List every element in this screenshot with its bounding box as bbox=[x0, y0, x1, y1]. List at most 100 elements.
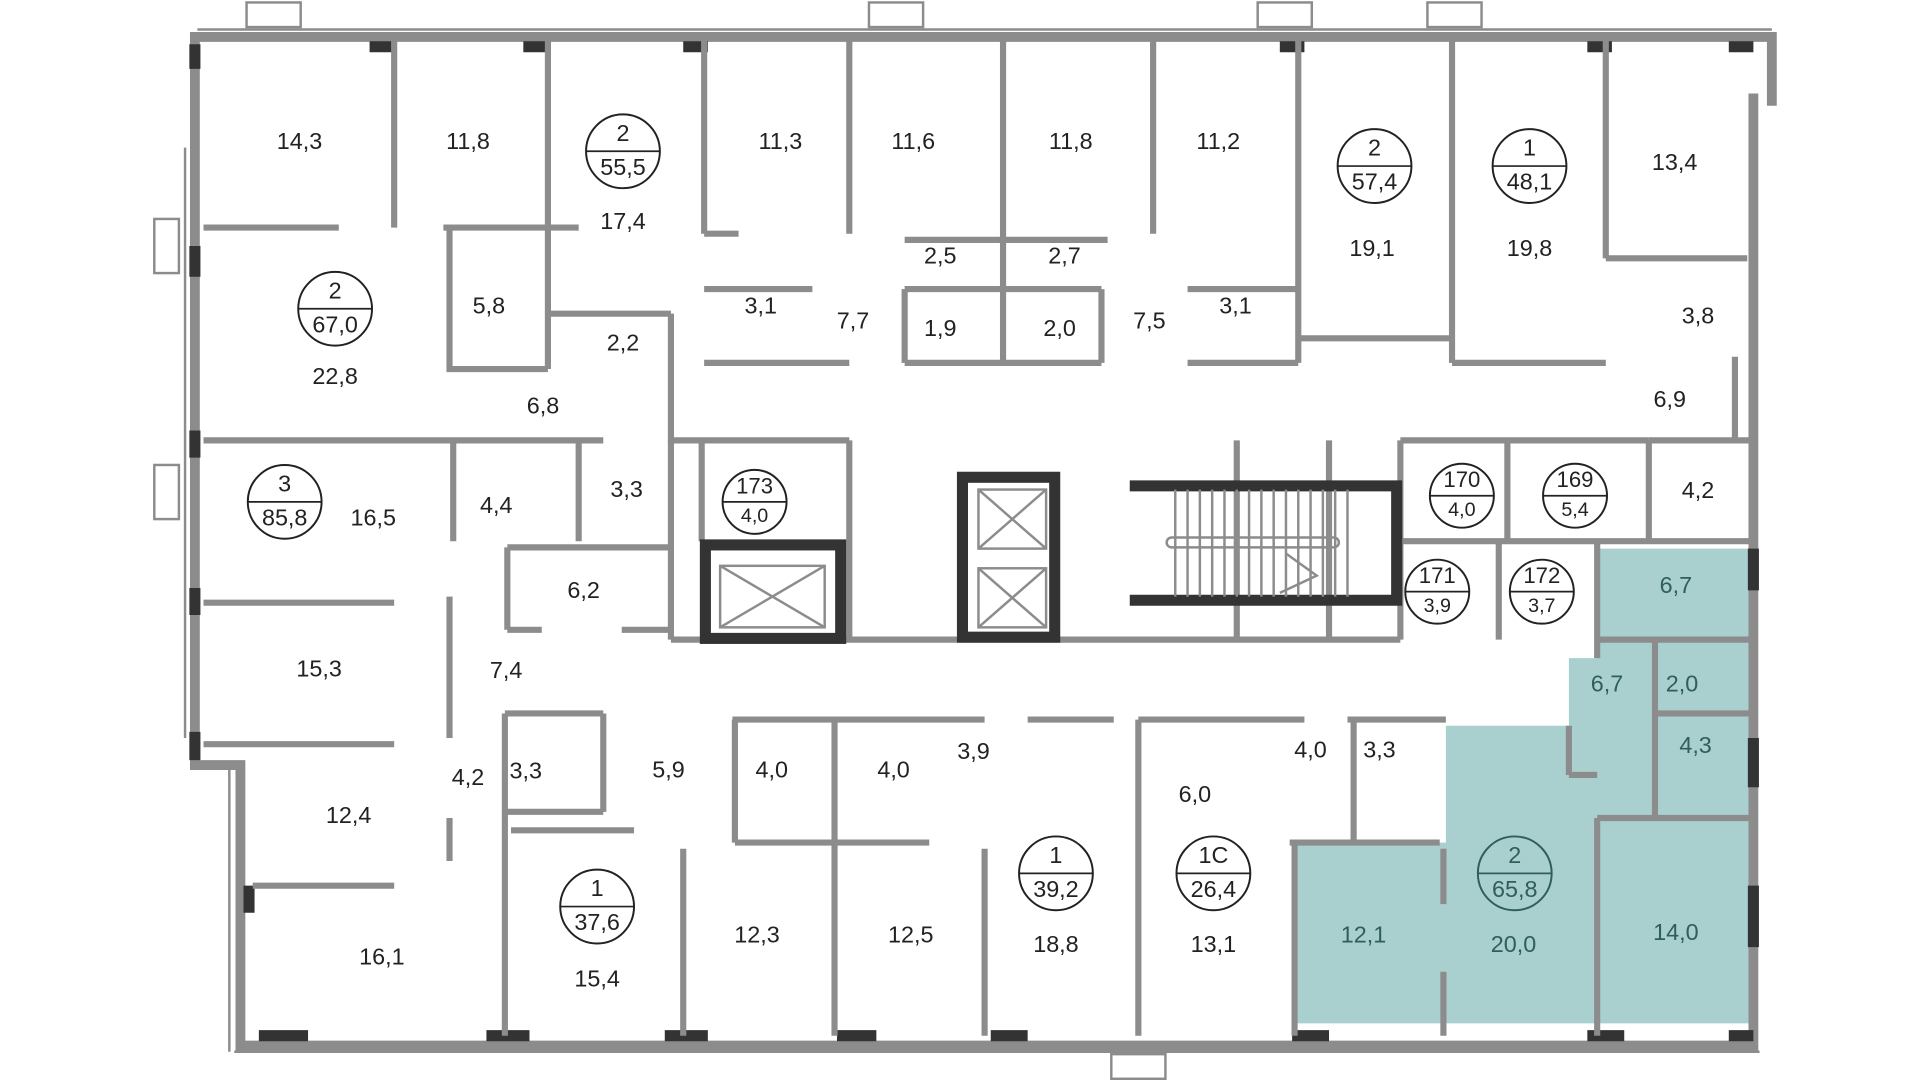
room-area: 6,7 bbox=[1660, 572, 1692, 598]
room-area: 19,1 bbox=[1349, 235, 1394, 261]
marker-rooms: 1 bbox=[591, 875, 604, 901]
room-area: 1,9 bbox=[924, 315, 956, 341]
room-area: 6,8 bbox=[527, 392, 559, 418]
room-area: 14,3 bbox=[277, 128, 322, 154]
room-area: 11,8 bbox=[1049, 128, 1093, 154]
marker-rooms: 173 bbox=[736, 473, 773, 498]
room-area: 6,2 bbox=[567, 577, 599, 603]
room-area: 3,1 bbox=[744, 293, 776, 319]
room-area: 4,2 bbox=[1682, 477, 1714, 503]
room-area: 4,2 bbox=[452, 764, 484, 790]
room-area: 2,5 bbox=[924, 242, 956, 268]
marker-rooms: 2 bbox=[1368, 135, 1381, 161]
room-area: 11,8 bbox=[446, 128, 490, 154]
room-area: 5,8 bbox=[473, 293, 505, 319]
apartment-marker[interactable]: 257,4 bbox=[1336, 128, 1413, 204]
room-area: 7,5 bbox=[1133, 307, 1165, 333]
marker-area: 85,8 bbox=[262, 504, 307, 530]
outer-walls bbox=[189, 31, 1777, 1051]
marker-rooms: 1 bbox=[1523, 135, 1536, 161]
room-area: 3,3 bbox=[510, 758, 542, 784]
room-area: 4,0 bbox=[877, 756, 909, 782]
marker-rooms: 3 bbox=[278, 470, 291, 496]
marker-area: 3,7 bbox=[1528, 595, 1555, 617]
marker-area: 4,0 bbox=[741, 505, 768, 527]
apartment-marker[interactable]: 139,2 bbox=[1018, 835, 1094, 912]
apartment-marker[interactable]: 255,5 bbox=[585, 113, 661, 190]
room-area: 11,3 bbox=[759, 128, 803, 154]
room-area: 12,3 bbox=[734, 921, 779, 947]
marker-area: 37,6 bbox=[574, 909, 619, 935]
room-area: 14,0 bbox=[1653, 919, 1698, 945]
room-area: 7,4 bbox=[490, 657, 522, 683]
marker-area: 67,0 bbox=[312, 311, 357, 337]
room-area: 4,4 bbox=[480, 492, 512, 518]
apartment-marker[interactable]: 148,1 bbox=[1491, 128, 1568, 204]
marker-rooms: 171 bbox=[1419, 563, 1456, 588]
room-area: 3,3 bbox=[610, 476, 642, 502]
room-labels: 14,3 11,8 17,4 11,3 11,6 11,8 11,2 19,1 … bbox=[277, 128, 1715, 992]
room-area: 20,0 bbox=[1491, 931, 1536, 957]
room-area: 4,0 bbox=[1294, 737, 1326, 763]
room-area: 4,3 bbox=[1679, 732, 1711, 758]
marker-rooms: 2 bbox=[329, 277, 342, 303]
apartment-marker[interactable]: 137,6 bbox=[559, 868, 636, 945]
room-area: 2,0 bbox=[1666, 670, 1698, 696]
marker-area: 57,4 bbox=[1352, 169, 1397, 195]
room-area: 18,8 bbox=[1033, 931, 1078, 957]
room-area: 12,4 bbox=[326, 802, 371, 828]
apartment-markers: 255,5257,4148,1267,0385,81734,0137,6139,… bbox=[246, 113, 1609, 945]
room-area: 15,3 bbox=[296, 656, 341, 682]
room-area: 6,7 bbox=[1591, 670, 1623, 696]
marker-area: 5,4 bbox=[1561, 499, 1588, 521]
elevators bbox=[699, 471, 1061, 644]
room-area: 11,6 bbox=[891, 128, 935, 154]
room-area: 19,8 bbox=[1507, 235, 1552, 261]
room-area: 2,7 bbox=[1048, 242, 1080, 268]
apartment-marker[interactable]: 385,8 bbox=[246, 463, 323, 540]
room-area: 15,4 bbox=[574, 966, 619, 992]
room-area: 13,1 bbox=[1191, 931, 1236, 957]
highlighted-apartment[interactable] bbox=[1294, 548, 1750, 1024]
room-area: 13,4 bbox=[1652, 149, 1697, 175]
marker-rooms: 2 bbox=[616, 120, 629, 146]
room-area: 4,0 bbox=[756, 756, 788, 782]
marker-rooms: 2 bbox=[1508, 842, 1521, 868]
marker-rooms: 1С bbox=[1198, 842, 1228, 868]
room-area: 3,9 bbox=[957, 738, 989, 764]
room-area: 17,4 bbox=[600, 208, 645, 234]
staircase bbox=[1129, 480, 1403, 606]
room-area: 6,9 bbox=[1654, 386, 1686, 412]
room-area: 16,5 bbox=[351, 504, 396, 530]
marker-area: 65,8 bbox=[1492, 876, 1537, 902]
marker-rooms: 170 bbox=[1443, 467, 1480, 492]
marker-area: 55,5 bbox=[600, 154, 645, 180]
room-area: 22,8 bbox=[312, 363, 357, 389]
room-area: 5,9 bbox=[652, 756, 684, 782]
room-area: 16,1 bbox=[359, 943, 404, 969]
room-area: 6,0 bbox=[1179, 781, 1211, 807]
windows bbox=[153, 1, 1772, 1080]
apartment-marker[interactable]: 267,0 bbox=[297, 270, 374, 347]
marker-area: 4,0 bbox=[1448, 499, 1475, 521]
room-area: 12,1 bbox=[1341, 921, 1386, 947]
marker-area: 48,1 bbox=[1507, 169, 1552, 195]
room-area: 3,3 bbox=[1363, 737, 1395, 763]
room-area: 11,2 bbox=[1196, 128, 1240, 154]
marker-rooms: 172 bbox=[1523, 563, 1560, 588]
marker-area: 3,9 bbox=[1424, 595, 1451, 617]
room-area: 3,1 bbox=[1219, 293, 1251, 319]
room-area: 7,7 bbox=[837, 307, 869, 333]
room-area: 2,0 bbox=[1043, 315, 1075, 341]
marker-rooms: 1 bbox=[1049, 842, 1062, 868]
marker-area: 26,4 bbox=[1191, 876, 1236, 902]
apartment-marker[interactable]: 1С 26,4 bbox=[1175, 835, 1252, 912]
apartment-marker[interactable]: 265,8 bbox=[1476, 835, 1553, 912]
room-area: 3,8 bbox=[1682, 303, 1714, 329]
